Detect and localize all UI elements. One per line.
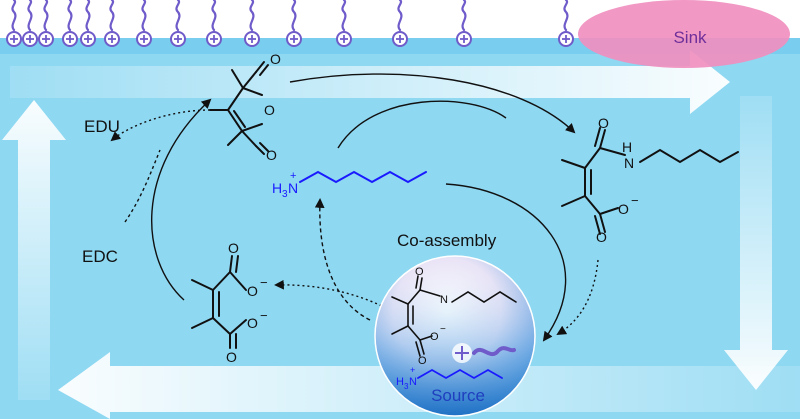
amine-h: H [272, 180, 282, 196]
co-assembly-label: Co-assembly [397, 231, 497, 250]
maleate-minus2: − [260, 308, 268, 323]
amide-n: N [624, 155, 634, 171]
source-label: Source [431, 386, 485, 405]
amide-minus: − [631, 193, 639, 208]
wide-arrow-icon [2, 100, 66, 400]
sphere-amide-n: N [440, 294, 448, 306]
arrow-amide-to-coassembly [556, 259, 599, 336]
arrow-to-edu [110, 109, 211, 142]
surfactant-layer [6, 0, 574, 47]
amine-n: N [288, 180, 298, 196]
arrow-amine-joins [337, 100, 507, 149]
maleate-o3: O [247, 315, 258, 331]
surfactant [244, 0, 260, 47]
maleate-o4: O [226, 349, 237, 365]
surfactant [104, 0, 120, 47]
amide-h: H [622, 139, 632, 155]
anhydride-o-bottom: O [266, 147, 277, 163]
surfactant [136, 0, 152, 47]
surfactant [286, 0, 302, 47]
sphere-amine-n: N [409, 376, 417, 388]
maleate-o1: O [228, 240, 239, 256]
sphere-amide-o2: O [430, 331, 439, 343]
reaction-arrows [110, 73, 599, 342]
maleate-molecule [191, 255, 247, 349]
arrow-amine-to-coassembly [445, 183, 567, 342]
amine-sub: 3 [282, 189, 288, 200]
arrow-maleate-to-anhydride [151, 98, 212, 301]
surfactant [558, 0, 574, 47]
anhydride-o-top: O [270, 51, 281, 67]
edu-label: EDU [84, 117, 120, 136]
arrow-coassembly-to-amine [314, 198, 371, 321]
surfactant [456, 0, 472, 47]
sphere-amide-o3: O [418, 355, 427, 367]
wide-arrow-icon [10, 50, 730, 114]
flow-arrows [2, 50, 800, 419]
amine-plus: + [290, 170, 296, 182]
surfactant [22, 0, 38, 47]
surfactant [170, 0, 186, 47]
sphere-amine [417, 368, 503, 380]
sphere-amine-plus: + [410, 365, 415, 375]
maleate-o2: O [247, 283, 258, 299]
sphere-amine-sub: 3 [404, 382, 409, 391]
amide-o: O [598, 115, 609, 131]
surfactant [62, 0, 78, 47]
amide-carboxylate-o: O [618, 201, 629, 217]
sphere-surfactant-icon [452, 343, 516, 363]
surfactant [38, 0, 54, 47]
wide-arrow-icon [724, 96, 788, 390]
sphere-amine-h: H [396, 376, 404, 388]
sphere-amide-minus: − [440, 324, 446, 335]
maleate-minus1: − [260, 275, 268, 290]
surfactant [336, 0, 352, 47]
sink-ellipse [578, 0, 790, 68]
surfactant [206, 0, 222, 47]
surfactant [392, 0, 408, 47]
hexylammonium-molecule [299, 170, 427, 184]
arrow-edc-joins [124, 149, 161, 223]
surfactant [80, 0, 96, 47]
anhydride-ring-o: O [264, 102, 275, 118]
sphere-amide-o: O [415, 266, 424, 278]
arrow-anhydride-to-amide [289, 73, 576, 134]
edc-label: EDC [82, 247, 118, 266]
surfactant [6, 0, 22, 47]
amide-molecule [561, 127, 739, 235]
anhydride-molecule [209, 61, 269, 155]
amide-carboxylate-o2: O [596, 229, 607, 245]
sink-label: Sink [673, 28, 707, 47]
sphere-amide [391, 275, 517, 357]
